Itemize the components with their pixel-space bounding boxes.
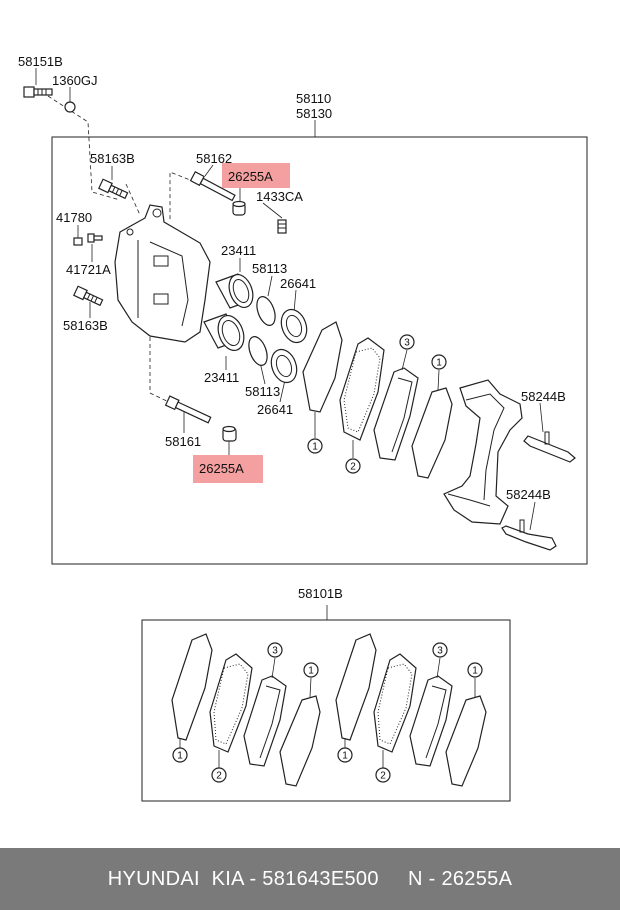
seal-58113-upper-icon xyxy=(256,296,276,326)
label-26641-upper: 26641 xyxy=(280,276,316,291)
svg-text:1: 1 xyxy=(436,358,442,369)
part-number-footer: HYUNDAI KIA - 581643E500 N - 26255A xyxy=(0,848,620,910)
pad-1-left-icon xyxy=(302,321,343,413)
piston-23411-upper-icon xyxy=(215,273,254,309)
label-26255A-top: 26255A xyxy=(228,169,273,184)
svg-text:1: 1 xyxy=(177,751,183,762)
label-58163B-lower: 58163B xyxy=(63,318,108,333)
callout-2: 2 xyxy=(211,767,227,783)
label-58110: 58110 xyxy=(296,91,331,106)
clip-58244B-upper-icon xyxy=(523,431,576,463)
bolt-58163B-lower-icon xyxy=(73,285,104,307)
label-58101B: 58101B xyxy=(298,586,343,601)
callout-1: 1 xyxy=(303,662,319,678)
svg-text:3: 3 xyxy=(404,338,410,349)
clip-58244B-lower-icon xyxy=(501,519,557,551)
svg-text:1: 1 xyxy=(472,666,478,677)
pad-kit-frame xyxy=(141,619,511,802)
callout-1: 1 xyxy=(307,438,323,454)
callout-2: 2 xyxy=(375,767,391,783)
guide-pin-58161-icon xyxy=(164,395,212,424)
kit-left-pad-3-shim-icon xyxy=(243,675,287,767)
label-26641-lower: 26641 xyxy=(257,402,293,417)
caliper-assembly-frame xyxy=(51,136,588,565)
caliper-body-icon xyxy=(114,204,211,343)
svg-text:2: 2 xyxy=(216,771,222,782)
callout-1: 1 xyxy=(431,354,447,370)
label-58161: 58161 xyxy=(165,434,201,449)
label-41780: 41780 xyxy=(56,210,92,225)
pad-3-shim-icon xyxy=(373,367,419,461)
label-58244B-upper: 58244B xyxy=(521,389,566,404)
kit-right-pad-2-icon xyxy=(373,653,417,753)
kit-left-pad-1-back-icon xyxy=(171,633,213,741)
pad-1-right-icon xyxy=(411,387,453,479)
label-58130: 58130 xyxy=(296,106,332,121)
label-58244B-lower: 58244B xyxy=(506,487,551,502)
kit-left-pad-1-front-icon xyxy=(279,695,321,787)
callout-3: 3 xyxy=(267,642,283,658)
label-23411-upper: 23411 xyxy=(221,243,256,258)
kit-left-pad-2-icon xyxy=(209,653,253,753)
seal-58113-lower-icon xyxy=(248,336,268,366)
piston-23411-lower-icon xyxy=(203,313,245,352)
kit-right-pad-3-shim-icon xyxy=(409,675,453,767)
svg-text:1: 1 xyxy=(308,666,314,677)
svg-text:1: 1 xyxy=(342,751,348,762)
label-58151B: 58151B xyxy=(18,54,63,69)
label-58163B-upper: 58163B xyxy=(90,151,135,166)
svg-text:2: 2 xyxy=(380,771,386,782)
svg-text:3: 3 xyxy=(437,646,443,657)
svg-text:3: 3 xyxy=(272,646,278,657)
screw-41721A-icon xyxy=(87,233,103,243)
label-26255A-bottom: 26255A xyxy=(199,461,244,476)
footer-text: HYUNDAI KIA - 581643E500 N - 26255A xyxy=(107,867,513,890)
kit-right-pad-1-back-icon xyxy=(335,633,377,741)
washer-1360GJ-icon xyxy=(64,101,76,113)
dust-boot-26641-upper-icon xyxy=(280,308,308,344)
label-1433CA: 1433CA xyxy=(256,189,303,204)
callout-1: 1 xyxy=(467,662,483,678)
label-58113-lower: 58113 xyxy=(245,384,280,399)
callout-3: 3 xyxy=(399,334,415,350)
kit-right-pad-1-front-icon xyxy=(445,695,487,787)
pad-2-icon xyxy=(339,337,385,441)
part-labels: 58151B 1360GJ 58110 58130 58163B 58162 2… xyxy=(18,54,566,601)
callouts: 1 2 3 1 1 2 3 1 1 2 3 1 xyxy=(172,334,483,783)
svg-text:1: 1 xyxy=(312,442,318,453)
label-58113-upper: 58113 xyxy=(252,261,287,276)
parts-diagram: 1 2 3 1 1 2 3 1 1 2 3 1 58151B 1360GJ 58… xyxy=(18,54,588,802)
callout-1: 1 xyxy=(337,747,353,763)
boot-26255A-top-icon xyxy=(232,200,246,216)
highlight-boot-bottom xyxy=(193,455,263,483)
label-58162: 58162 xyxy=(196,151,232,166)
cap-41780-icon xyxy=(73,237,83,246)
svg-text:2: 2 xyxy=(350,462,356,473)
bolt-58163B-upper-icon xyxy=(98,178,129,200)
highlight-boot-top xyxy=(222,163,290,188)
callout-3: 3 xyxy=(432,642,448,658)
callout-2: 2 xyxy=(345,458,361,474)
dust-boot-26641-lower-icon xyxy=(270,348,298,384)
caliper-bracket-icon xyxy=(443,379,523,525)
label-23411-lower: 23411 xyxy=(204,370,239,385)
kit-leader-lines xyxy=(179,349,476,768)
label-1360GJ: 1360GJ xyxy=(52,73,98,88)
boot-26255A-bottom-icon xyxy=(222,425,237,442)
label-41721A: 41721A xyxy=(66,262,111,277)
callout-1: 1 xyxy=(172,747,188,763)
bleeder-1433CA-icon xyxy=(277,219,287,234)
bolt-58151B-icon xyxy=(23,86,53,98)
guide-pin-58162-icon xyxy=(189,171,236,202)
